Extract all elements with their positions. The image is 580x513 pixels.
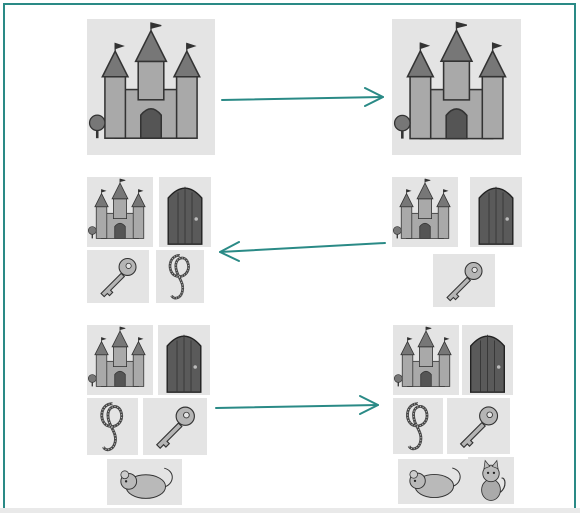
mouse-image xyxy=(398,459,468,504)
rope-image xyxy=(393,398,443,454)
castle-image xyxy=(392,19,521,155)
castle-image xyxy=(392,177,458,247)
cat-image xyxy=(468,457,514,504)
door-image xyxy=(462,325,513,395)
rope-image xyxy=(156,250,204,303)
castle-image xyxy=(87,19,215,155)
key-image xyxy=(143,398,207,455)
key-image xyxy=(447,398,510,454)
door-image xyxy=(159,177,211,247)
door-image xyxy=(158,325,210,395)
bottom-strip xyxy=(0,508,580,513)
key-image xyxy=(87,250,149,303)
door-image xyxy=(470,177,522,247)
key-image xyxy=(433,254,495,307)
rope-image xyxy=(87,398,138,455)
castle-image xyxy=(87,177,153,247)
mouse-image xyxy=(107,459,182,505)
castle-image xyxy=(87,325,153,395)
castle-image xyxy=(393,325,459,395)
